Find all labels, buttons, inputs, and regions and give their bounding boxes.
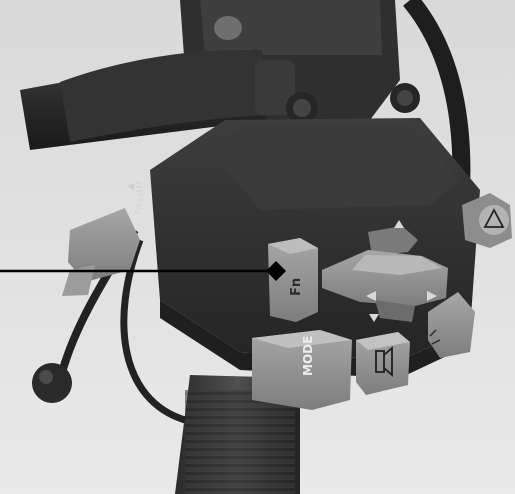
mode-button[interactable]	[252, 330, 352, 410]
horn-icon	[375, 346, 393, 377]
fn-label-group: Fn	[289, 278, 304, 296]
mode-label-group: MODE	[301, 336, 315, 376]
handlebar	[20, 48, 295, 150]
pass-lever[interactable]	[62, 208, 140, 296]
joystick-4way[interactable]	[322, 220, 448, 322]
arrow-left-icon	[366, 291, 376, 301]
arrow-down-icon	[369, 314, 379, 322]
arrow-up-icon	[394, 220, 404, 228]
callout-pointer	[0, 261, 286, 281]
hazard-triangle-icon	[483, 208, 505, 228]
headlight-beam-icon	[128, 182, 142, 192]
clamp-bolts	[286, 83, 420, 124]
mode-label: MODE	[301, 336, 315, 376]
side-lever[interactable]	[428, 292, 475, 358]
horn-button[interactable]	[356, 332, 410, 395]
hazard-button[interactable]	[462, 193, 512, 248]
arrow-right-icon	[427, 291, 437, 301]
fn-label: Fn	[289, 278, 304, 296]
fn-button[interactable]	[268, 238, 318, 322]
throttle-grip	[175, 375, 300, 494]
